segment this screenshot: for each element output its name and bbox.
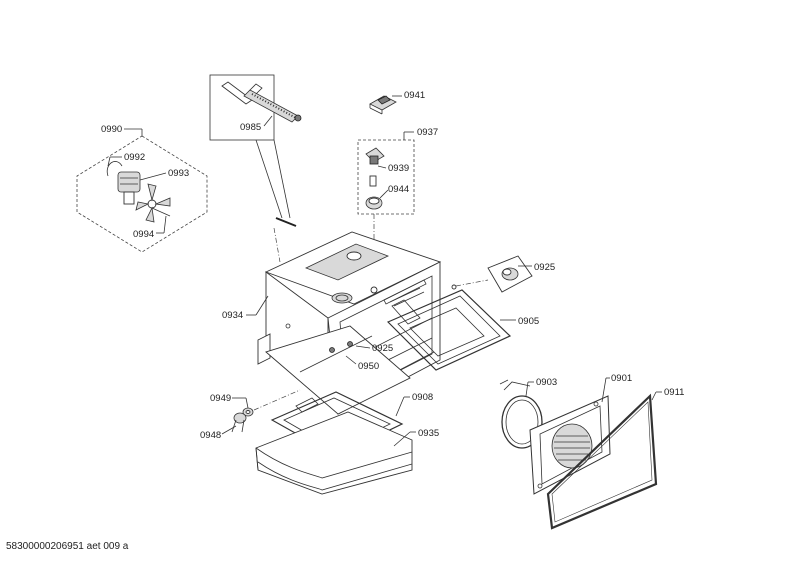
label-0985: 0985 [240, 122, 261, 133]
label-0994: 0994 [133, 229, 154, 240]
lamp-rod-detail-0985 [209, 74, 302, 141]
fan-motor-group [76, 135, 208, 253]
label-0990: 0990 [101, 124, 122, 135]
label-0937: 0937 [417, 127, 438, 138]
lamp-holder-0939 [365, 147, 385, 187]
label-0905: 0905 [518, 316, 539, 327]
lamp-group-0937 [357, 139, 415, 215]
rear-panel-0901 [529, 395, 611, 495]
label-0944: 0944 [388, 184, 409, 195]
ring-heater-0903 [499, 379, 543, 449]
oven-cavity-0934 [257, 231, 442, 415]
temperature-sensor-0925 [487, 255, 533, 293]
label-0950: 0950 [358, 361, 379, 372]
label-0939: 0939 [388, 163, 409, 174]
hinge-nut-0949 [242, 407, 254, 417]
label-0934: 0934 [222, 310, 243, 321]
label-0992: 0992 [124, 152, 145, 163]
label-0925-upper: 0925 [534, 262, 555, 273]
hinge-bushing-0948 [231, 412, 247, 433]
label-0908: 0908 [412, 392, 433, 403]
label-0925-lower: 0925 [372, 343, 393, 354]
wire-clip-0992 [106, 161, 123, 177]
label-0935: 0935 [418, 428, 439, 439]
door-seal-0911 [546, 393, 658, 530]
label-0949: 0949 [210, 393, 231, 404]
label-0911: 0911 [664, 387, 684, 398]
lamp-cover-0944 [365, 196, 383, 210]
label-0948: 0948 [200, 430, 221, 441]
insulation-0935 [255, 411, 413, 495]
fan-wheel-0994 [135, 183, 171, 223]
fan-motor-0993 [117, 171, 141, 205]
label-0903: 0903 [536, 377, 557, 388]
label-0901: 0901 [611, 373, 632, 384]
label-0941: 0941 [404, 90, 425, 101]
grill-heater-0905 [386, 289, 512, 371]
label-0993: 0993 [168, 168, 189, 179]
fan-grille [551, 423, 593, 469]
drawing-id: 58300000206951 aet 009 a [6, 541, 129, 552]
part-0941 [369, 95, 397, 115]
